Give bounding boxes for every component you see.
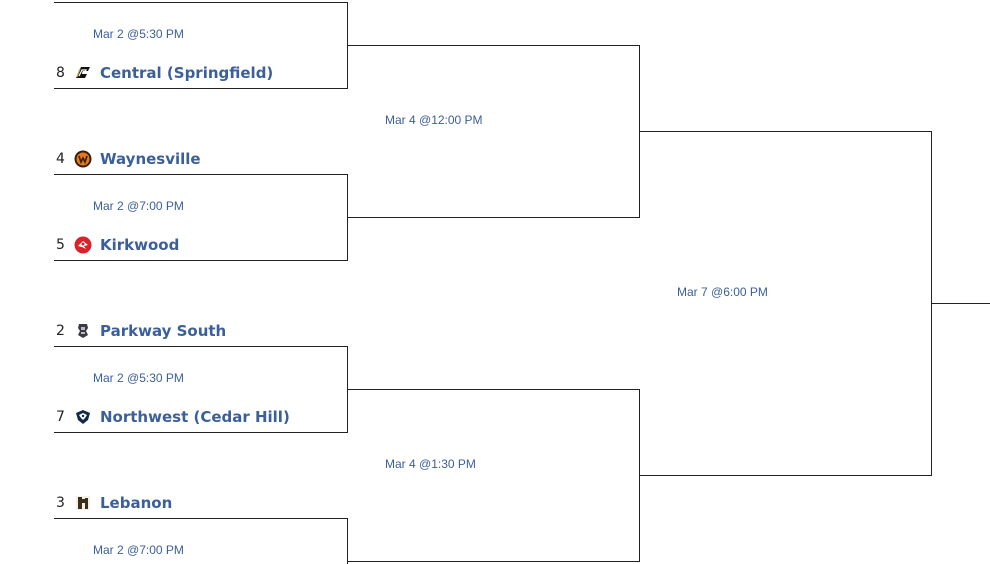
parkway-south-logo-icon — [74, 322, 92, 340]
team-name-link[interactable]: Central (Springfield) — [100, 64, 274, 82]
team-seed: 2 — [56, 323, 65, 339]
team-name-link[interactable]: Lebanon — [100, 494, 173, 512]
bracket-line-r2-sf1 — [347, 45, 640, 218]
lebanon-logo-icon — [74, 494, 92, 512]
team-row: 8 Central (Springfield) — [56, 62, 273, 84]
team-name-link[interactable]: Kirkwood — [100, 236, 180, 254]
team-seed: 8 — [56, 65, 65, 81]
game-time-r1-g2[interactable]: Mar 2 @7:00 PM — [93, 199, 184, 213]
kirkwood-logo-icon — [74, 236, 92, 254]
team-row: 7 Northwest (Cedar Hill) — [56, 406, 290, 428]
team-name-link[interactable]: Waynesville — [100, 150, 201, 168]
team-row: 2 Parkway South — [56, 320, 226, 342]
team-seed: 3 — [56, 495, 65, 511]
team-name-link[interactable]: Northwest (Cedar Hill) — [100, 408, 290, 426]
game-time-semifinal-2[interactable]: Mar 4 @1:30 PM — [385, 457, 476, 471]
team-row: 5 Kirkwood — [56, 234, 179, 256]
game-time-r1-g1[interactable]: Mar 2 @5:30 PM — [93, 27, 184, 41]
team-name-link[interactable]: Parkway South — [100, 322, 227, 340]
game-time-r1-g3[interactable]: Mar 2 @5:30 PM — [93, 371, 184, 385]
bracket-line-r2-sf2 — [347, 389, 640, 562]
team-seed: 5 — [56, 237, 65, 253]
northwest-logo-icon — [74, 408, 92, 426]
team-seed: 4 — [56, 151, 65, 167]
team-row: 3 Lebanon — [56, 492, 172, 514]
team-row: 4 Waynesville — [56, 148, 201, 170]
game-time-final[interactable]: Mar 7 @6:00 PM — [677, 285, 768, 299]
central-logo-icon — [74, 64, 92, 82]
waynesville-logo-icon — [74, 150, 92, 168]
bracket-line-final — [639, 131, 932, 476]
bracket-line-champion — [931, 303, 990, 304]
team-seed: 7 — [56, 409, 65, 425]
bracket-line-r1-g4 — [54, 518, 348, 564]
game-time-r1-g4[interactable]: Mar 2 @7:00 PM — [93, 543, 184, 557]
game-time-semifinal-1[interactable]: Mar 4 @12:00 PM — [385, 113, 483, 127]
